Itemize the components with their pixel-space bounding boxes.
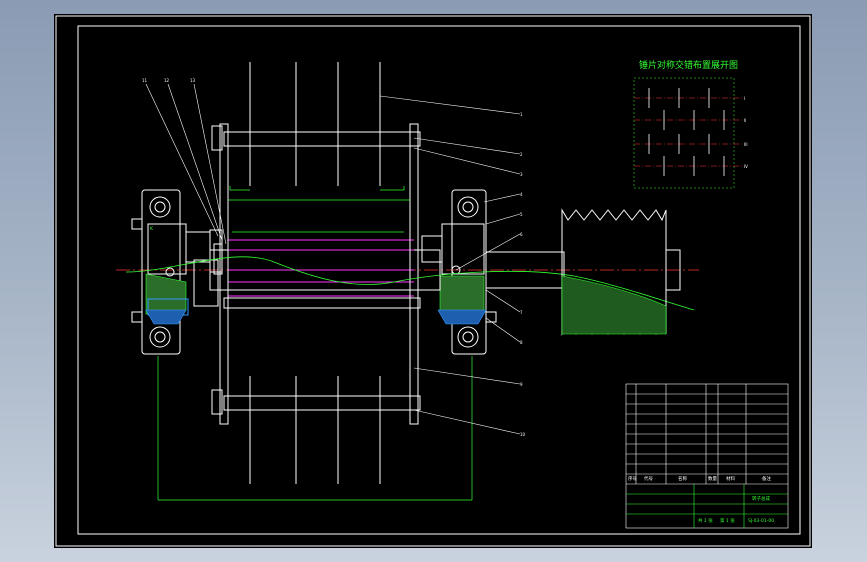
left-leaders: [145, 83, 227, 245]
bom-header: 名称: [678, 475, 687, 482]
inset-row-label: II: [744, 118, 746, 123]
dimension-lines: [157, 186, 473, 501]
balloon-number: 4: [520, 192, 523, 197]
lower-hammer-assembly: [211, 376, 421, 484]
inset-title: 锤片对称交错布置展开图: [639, 59, 738, 71]
bom-header: 材料: [726, 475, 735, 482]
balloon-number: 9: [520, 382, 523, 387]
shaft-extension: [485, 251, 565, 289]
bom-header: 数量: [708, 475, 717, 482]
balloon-number: 8: [520, 340, 523, 345]
sheet-count: 共 1 张: [698, 517, 713, 524]
balloon-number: 7: [520, 310, 523, 315]
pulley-section-hatch: [561, 275, 667, 335]
left-shaft-end: [193, 259, 219, 307]
bom-header: 备注: [762, 475, 771, 482]
assembly-drawing: K: [55, 15, 811, 547]
outer-frame: [55, 15, 811, 547]
bom-header: 代号: [644, 475, 653, 482]
inner-frame: [77, 25, 801, 535]
rotor-tubes: [228, 239, 414, 297]
right-seal-hatch: [439, 275, 485, 313]
drawing-sheet: K: [54, 14, 812, 548]
hammer-layout-inset: 锤片对称交错布置展开图 I II III IV: [633, 59, 748, 189]
balloon-number: 1: [520, 112, 523, 117]
right-leaders: [379, 95, 521, 435]
rotor-frame-bar: [223, 297, 421, 309]
left-bearing-cap: [145, 309, 187, 325]
title-block: [625, 383, 789, 529]
left-housing-note-1: K: [150, 226, 154, 232]
inset-row-label: IV: [744, 164, 748, 169]
balloon-number: 13: [190, 78, 196, 83]
right-bearing-cap: [437, 309, 487, 325]
balloon-number: 2: [520, 152, 523, 157]
balloon-number: 6: [520, 232, 523, 237]
balloon-number: 11: [142, 78, 148, 83]
balloon-labels: 1 2 3 4 5 6 7 8 9 10 11 12 13: [142, 78, 526, 437]
title-block-lower: [626, 484, 788, 528]
balloon-number: 3: [520, 172, 523, 177]
balloon-number: 12: [164, 78, 170, 83]
balloon-number: 10: [520, 432, 526, 437]
drawing-number: SJ-03-01-00: [748, 518, 774, 524]
inset-row-label: III: [744, 142, 748, 147]
path-curve: [125, 256, 695, 311]
drawing-name: 转子总成: [752, 495, 770, 502]
upper-hammer-assembly: [211, 62, 421, 186]
left-bearing-housing: [131, 189, 223, 355]
sheet-index: 第 1 张: [720, 517, 735, 524]
bom-header: 序号: [628, 475, 637, 482]
inset-row-label: I: [744, 96, 745, 101]
balloon-number: 5: [520, 212, 523, 217]
